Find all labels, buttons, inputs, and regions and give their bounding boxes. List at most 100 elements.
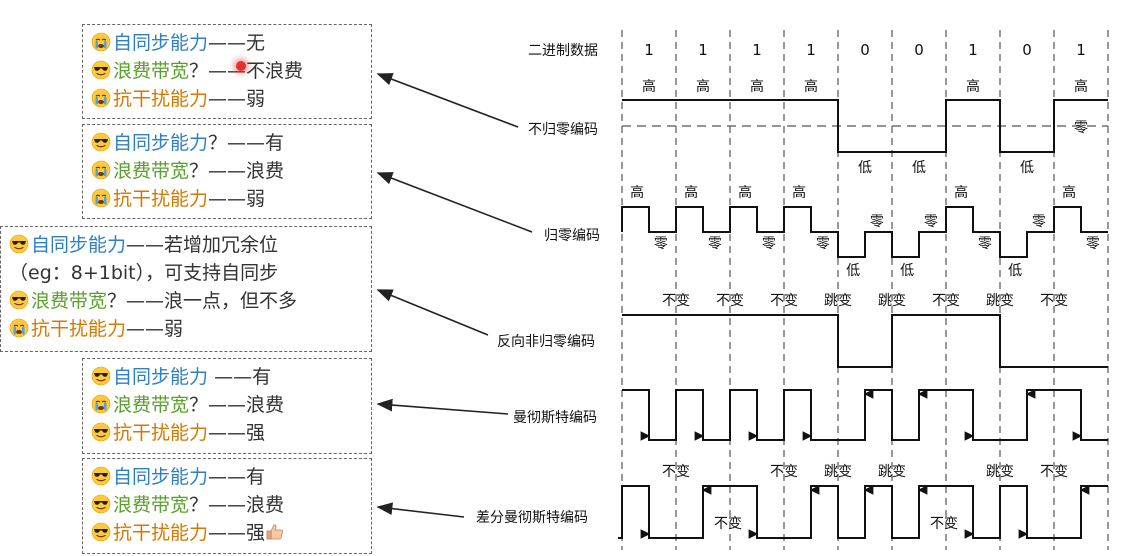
label-rz: 归零编码 (544, 227, 600, 244)
panel-line: 自同步能力——有 (91, 463, 363, 491)
nrz-mark-low: 低 (858, 160, 872, 176)
comparison-panel-5: 自同步能力——有浪费带宽？——浪费抗干扰能力 —— 强 (82, 458, 372, 554)
diff-manchester-mark: 跳变 (878, 464, 906, 480)
diff-manchester-mark: 跳变 (824, 464, 852, 480)
panel-term: 抗干扰能力 (113, 522, 209, 544)
rz-mark-zero: 零 (1086, 236, 1100, 252)
bit-value: 1 (752, 41, 762, 59)
rz-mark-low: 低 (846, 263, 860, 279)
panel-value: 强 (246, 422, 266, 444)
nrz-mark-high: 高 (696, 78, 710, 95)
panel-dash: —— (126, 290, 165, 312)
panel-line: 自同步能力？——有 (91, 129, 363, 157)
panel-question-mark: ？ (189, 494, 209, 516)
nrz-waveform (622, 99, 1108, 153)
crying-face-icon (91, 394, 111, 414)
arrow-rz (376, 172, 533, 233)
crying-face-icon (91, 160, 111, 180)
rz-mark-zero: 零 (654, 236, 668, 252)
panel-line: 浪费带宽？——浪费 (91, 491, 363, 519)
panel-dash: —— (208, 88, 247, 110)
rz-mark-zero: 零 (708, 236, 722, 252)
nrz-mark-high: 高 (966, 78, 980, 95)
panel-term: 抗干扰能力 (113, 188, 209, 210)
rz-mark-high: 高 (792, 184, 806, 201)
diff-manchester-mark: 不变 (1040, 464, 1068, 480)
sunglasses-face-icon (91, 60, 111, 80)
panel-dash: —— (126, 318, 165, 340)
sunglasses-face-icon (9, 290, 29, 310)
panel-value: 浪费 (246, 494, 285, 516)
sunglasses-face-icon (91, 132, 111, 152)
rz-mark-low: 低 (900, 263, 914, 279)
panel-line: 自同步能力 ——有 (91, 363, 363, 391)
panel-value: 不浪费 (246, 60, 304, 82)
arrow-diff-manchester (376, 502, 465, 518)
sunglasses-face-icon (91, 494, 111, 514)
rz-mark-low: 低 (1008, 263, 1022, 279)
comparison-panel-2: 自同步能力？——有浪费带宽？——浪费抗干扰能力——弱 (82, 124, 372, 219)
sunglasses-face-icon (91, 522, 111, 542)
panel-line: 抗干扰能力——弱 (91, 185, 363, 213)
panel-dash: —— (208, 188, 247, 210)
panel-value: 有 (246, 466, 266, 488)
panel-term: 自同步能力 (113, 32, 209, 54)
diff-manchester-mark: 跳变 (986, 464, 1014, 480)
label-binary: 二进制数据 (528, 43, 598, 59)
arrow-nrz (376, 73, 519, 128)
label-nrz: 不归零编码 (528, 121, 598, 138)
panel-line: 自同步能力——若增加冗余位 (9, 231, 363, 259)
panel-value: 无 (246, 32, 266, 54)
panel-value: 弱 (246, 88, 266, 110)
pointer-arrows (376, 73, 533, 518)
bit-value: 1 (1076, 41, 1086, 59)
crying-face-icon (91, 188, 111, 208)
panel-value: （eg：8+1bit），可支持自同步 (9, 262, 279, 284)
nrz-mark-low: 低 (1020, 160, 1034, 176)
panel-term: 抗干扰能力 (113, 422, 209, 444)
sunglasses-face-icon (91, 366, 111, 386)
panel-value: 强 (246, 522, 266, 544)
panel-value: 有 (252, 366, 272, 388)
nrzi-mark: 不变 (932, 293, 960, 309)
panel-line: （eg：8+1bit），可支持自同步 (9, 259, 363, 287)
comparison-panel-4: 自同步能力 ——有浪费带宽？——浪费抗干扰能力——强 (82, 358, 372, 454)
panel-dash: —— (227, 132, 266, 154)
nrzi-mark: 不变 (662, 293, 690, 309)
panel-value: 弱 (164, 318, 184, 340)
rz-mark-high: 高 (630, 184, 644, 201)
panel-value: 有 (265, 132, 285, 154)
panel-value: 若增加冗余位 (164, 234, 279, 256)
signal-waveforms (618, 99, 1108, 539)
cursor-highlight (236, 61, 246, 71)
bit-value: 1 (806, 41, 816, 59)
nrzi-waveform (622, 314, 1108, 368)
panel-line: 浪费带宽？——浪一点，但不多 (9, 287, 363, 315)
label-diff-manchester: 差分曼彻斯特编码 (476, 510, 588, 526)
panel-term: 浪费带宽 (113, 394, 190, 416)
panel-term: 浪费带宽 (113, 160, 190, 182)
rz-mark-high: 高 (738, 184, 752, 201)
panel-dash: —— (214, 366, 253, 388)
rz-mark-zero: 零 (1032, 214, 1046, 230)
nrz-mark-high: 高 (642, 78, 656, 95)
bit-value: 0 (1022, 41, 1032, 59)
panel-term: 抗干扰能力 (113, 88, 209, 110)
panel-dash: —— (208, 466, 247, 488)
comparison-panel-1: 自同步能力——无浪费带宽？——不浪费抗干扰能力——弱 (82, 24, 372, 119)
panel-question-mark: ？ (189, 160, 209, 182)
bit-value: 1 (644, 41, 654, 59)
panel-dash: —— (208, 422, 247, 444)
nrzi-mark: 跳变 (824, 293, 852, 309)
panel-line: 抗干扰能力——弱 (91, 85, 363, 113)
nrzi-mark: 不变 (1040, 293, 1068, 309)
panel-dash: —— (208, 32, 247, 54)
panel-term: 自同步能力 (113, 466, 209, 488)
panel-term: 浪费带宽 (113, 60, 190, 82)
crying-face-icon (9, 318, 29, 338)
nrzi-mark: 不变 (716, 293, 744, 309)
arrow-nrzi (376, 289, 489, 336)
panel-term: 抗干扰能力 (31, 318, 127, 340)
nrz-mark-high: 高 (1074, 78, 1088, 95)
